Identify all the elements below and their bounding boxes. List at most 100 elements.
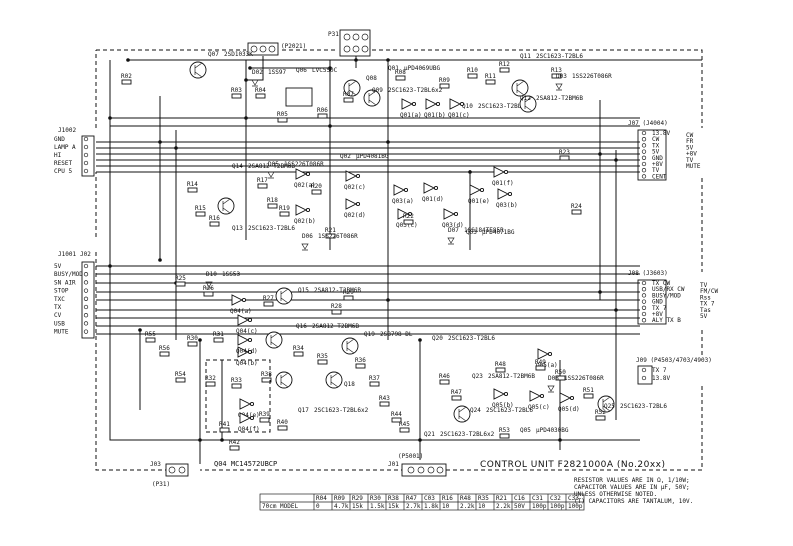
diode-part: 1SS226T086R bbox=[572, 73, 612, 80]
connector-p5001-label: (P5001) bbox=[398, 453, 423, 460]
connector-j1002-label: J1002 bbox=[58, 127, 76, 134]
diode-part: 1SS184TE85R bbox=[464, 227, 504, 234]
j1002-pin-label: GND bbox=[54, 136, 65, 143]
resistor-r24: R24 bbox=[571, 203, 582, 215]
gate-q02c: Q02(c) bbox=[344, 170, 366, 191]
resistor-r39: R39 bbox=[259, 411, 270, 423]
j07-side-label: FR bbox=[686, 138, 694, 145]
transistor-part: 2SA812-T2BM6B bbox=[314, 287, 361, 294]
j09-pin-0: TX 7 bbox=[641, 367, 667, 374]
resistor-ref: R26 bbox=[203, 285, 214, 292]
j1001-pin-label: BUSY/MOD bbox=[54, 271, 83, 278]
j1001-pin-label: USB bbox=[54, 320, 65, 327]
resistor-ref: R36 bbox=[355, 357, 366, 364]
j07-pin-label: 5V bbox=[652, 149, 660, 156]
resistor-ref: R34 bbox=[293, 345, 304, 352]
resistor-r11: R11 bbox=[485, 73, 496, 85]
gate-label: Q02(c) bbox=[344, 184, 366, 191]
transistor-part: 2SC1623-T2BL6 bbox=[486, 407, 533, 414]
j1001-pin-6: CV bbox=[54, 312, 89, 319]
transistor-part: 2SC1623-T2BL6 bbox=[448, 335, 495, 342]
j08-side-label: TX 7 bbox=[700, 301, 715, 308]
schematic-notes: RESISTOR VALUES ARE IN Ω, 1/10W;CAPACITO… bbox=[574, 477, 693, 505]
j1002-pin-label: RESET bbox=[54, 160, 72, 167]
j08-pin-label: ALY TX B bbox=[652, 317, 681, 324]
resistor-r22: R22 bbox=[403, 213, 414, 225]
j08-side-label: Tas bbox=[700, 307, 711, 314]
table-header-cell: C32 bbox=[550, 495, 561, 502]
resistor-ref: R52 bbox=[595, 409, 606, 416]
resistor-r19: R19 bbox=[279, 205, 290, 217]
resistor-ref: R35 bbox=[317, 353, 328, 360]
resistor-r14: R14 bbox=[187, 181, 198, 193]
j07-pin-2: TX bbox=[641, 142, 660, 149]
table-header-cell: R47 bbox=[406, 495, 417, 502]
resistor-ref: R17 bbox=[257, 177, 268, 184]
diode-ref: D08 bbox=[548, 375, 559, 382]
connector-j01: J01 (P5001) bbox=[388, 453, 447, 477]
junction-dot bbox=[418, 338, 422, 342]
connector-j02-label: J02 bbox=[80, 251, 91, 258]
connector-j09-label: J09 (P4503/4703/4903) bbox=[636, 357, 712, 364]
connector-j03-label: J03 bbox=[150, 461, 161, 468]
transistor-part: µPD4030BG bbox=[536, 427, 569, 434]
gate-q05b: Q05(b) bbox=[492, 388, 514, 409]
resistor-r43: R43 bbox=[379, 395, 390, 407]
gate-label: Q05(b) bbox=[492, 402, 514, 409]
junction-dot bbox=[244, 78, 248, 82]
connector-j07: J07 (J4004) 13.8VCWTX5VGND+8VTVCENTCWFR5… bbox=[628, 120, 701, 181]
transistor-part: 2SA812-T2BM6B bbox=[312, 323, 359, 330]
junction-dot bbox=[614, 158, 618, 162]
diode-part: 1SS53 bbox=[222, 271, 240, 278]
resistor-ref: R55 bbox=[145, 331, 156, 338]
transistor-part: 2SB798-DL bbox=[380, 331, 413, 338]
resistor-r53: R53 bbox=[499, 427, 510, 439]
resistor-r33: R33 bbox=[231, 377, 242, 389]
junction-dot bbox=[108, 264, 112, 268]
resistor-ref: R15 bbox=[195, 205, 206, 212]
j1002-pin-label: LAMP A bbox=[54, 144, 76, 151]
resistor-r10: R10 bbox=[467, 67, 478, 79]
signal-bus bbox=[96, 56, 702, 464]
j1002-pin-label: CPU 5 bbox=[54, 168, 72, 175]
gate-label: Q04(c) bbox=[236, 328, 258, 335]
table-cell: 2.2k bbox=[496, 503, 511, 510]
resistor-ref: R05 bbox=[277, 111, 288, 118]
gate-q05c: Q05(c) bbox=[528, 390, 550, 411]
resistor-ref: R18 bbox=[267, 197, 278, 204]
j08-pin-label: TX CW bbox=[652, 280, 670, 287]
j07-pin-label: TV bbox=[652, 167, 660, 174]
resistor-ref: R28 bbox=[331, 303, 342, 310]
table-cell: 15k bbox=[352, 503, 363, 510]
resistor-r45: R45 bbox=[399, 421, 410, 433]
junction-dot bbox=[614, 308, 618, 312]
junction-dot bbox=[126, 58, 130, 62]
board-outline bbox=[95, 49, 703, 471]
note-line: CAPACITOR VALUES ARE IN µF, 50V; bbox=[574, 484, 690, 491]
resistor-ref: R40 bbox=[277, 419, 288, 426]
gate-label: Q01(a) bbox=[400, 112, 422, 119]
transistor-ref: Q14 bbox=[232, 163, 243, 170]
gate-label: Q05(c) bbox=[528, 404, 550, 411]
table-header-cell: R38 bbox=[388, 495, 399, 502]
transistor-part: µPD4071BG bbox=[482, 229, 515, 236]
j07-side-label: 5V bbox=[686, 144, 694, 151]
junction-dot bbox=[328, 124, 332, 128]
connector-p2021: (P2021) bbox=[247, 42, 306, 56]
table-header-cell: R29 bbox=[352, 495, 363, 502]
resistor-r09: R09 bbox=[439, 77, 450, 89]
resistor-ref: R38 bbox=[261, 371, 272, 378]
j07-pin-label: GND bbox=[652, 155, 663, 162]
resistor-r18: R18 bbox=[267, 197, 278, 209]
resistor-ref: R56 bbox=[159, 345, 170, 352]
resistor-ref: R25 bbox=[175, 275, 186, 282]
